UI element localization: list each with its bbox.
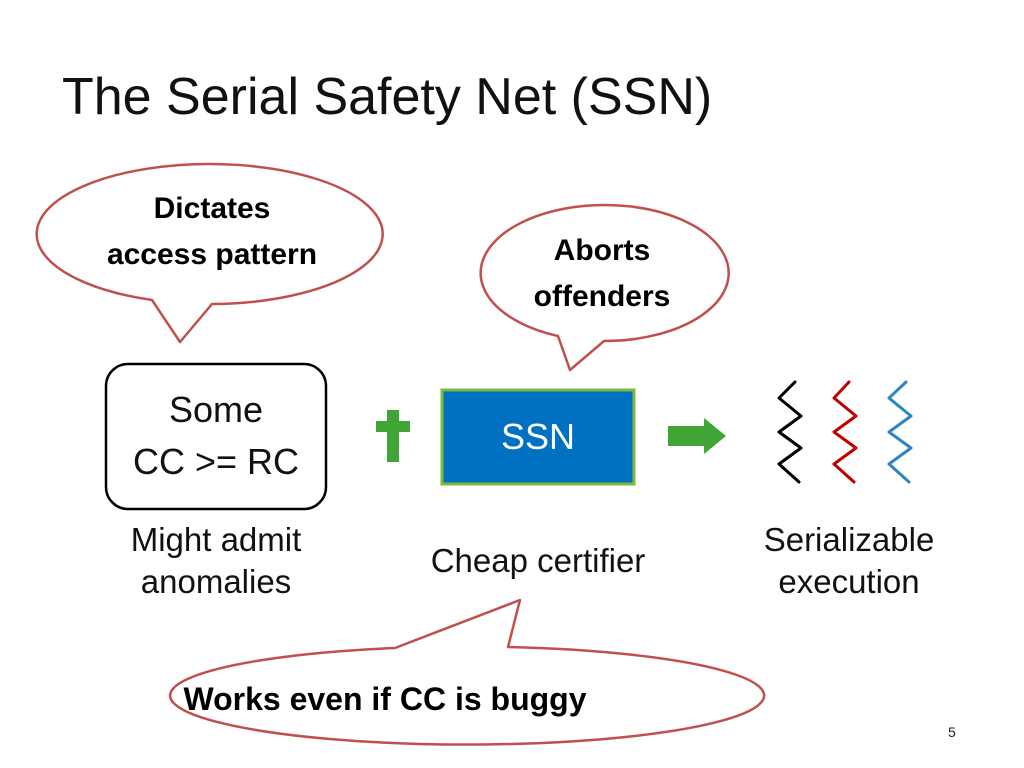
works-bubble-text: Works even if CC is buggy [100,676,670,722]
cc-box-line-1: Some [168,389,264,430]
aborts-line-1: Aborts [553,234,651,267]
dictates-line-1: Dictates [153,192,271,225]
aborts-bubble [479,203,730,372]
cc-box-text: Some CC >= RC [106,384,326,488]
cc-caption: Might admit anomalies [76,519,356,603]
result-caption-line-2: execution [778,563,920,600]
aborts-line-2: offenders [533,280,671,313]
cc-box-line-2: CC >= RC [132,441,300,482]
red-thread-icon [832,380,858,484]
cc-box [104,362,328,511]
dictates-line-2: access pattern [106,238,318,271]
slide-title: The Serial Safety Net (SSN) [62,68,713,126]
right-arrow-icon [668,418,726,454]
blue-thread-icon [887,380,913,484]
ssn-caption-line: Cheap certifier [430,542,646,579]
result-caption: Serializable execution [716,519,982,603]
ssn-box-label: SSN [442,411,634,463]
cc-caption-line-1: Might admit [130,521,302,558]
ssn-label: SSN [500,416,576,457]
black-thread-icon [777,380,803,484]
dictates-bubble-text: Dictates access pattern [42,186,382,278]
works-bubble [168,598,766,746]
dictates-bubble [35,162,384,344]
ssn-caption: Cheap certifier [398,540,678,582]
cc-caption-line-2: anomalies [140,563,292,600]
works-line: Works even if CC is buggy [183,681,587,717]
page-number: 5 [948,724,956,740]
ssn-box [440,388,636,486]
plus-icon [376,410,410,462]
result-caption-line-1: Serializable [763,521,935,558]
aborts-bubble-text: Aborts offenders [482,228,722,320]
